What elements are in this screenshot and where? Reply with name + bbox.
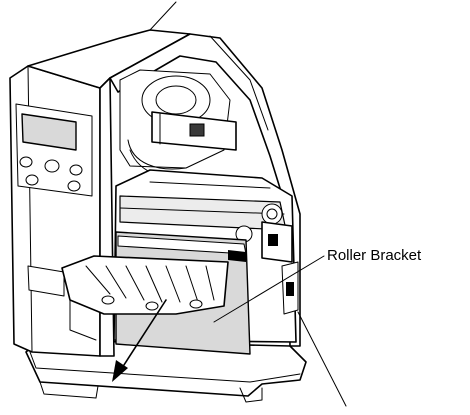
panel-button	[68, 181, 80, 191]
roller-bracket-label: Roller Bracket	[327, 247, 421, 265]
ribbon-hub	[120, 70, 236, 178]
panel-button	[45, 160, 59, 172]
callout-leader	[298, 312, 346, 406]
panel-button	[70, 165, 82, 175]
panel-button	[26, 175, 38, 185]
control-panel	[16, 104, 92, 196]
mounting-rail	[282, 262, 298, 314]
panel-button	[20, 157, 32, 167]
